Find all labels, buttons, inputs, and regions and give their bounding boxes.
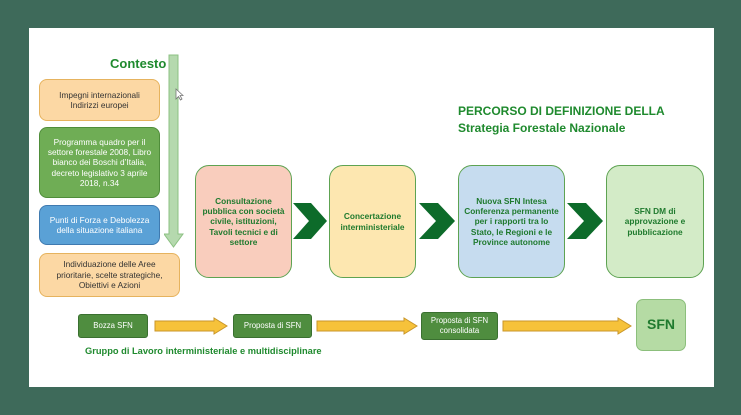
context-heading: Contesto <box>110 56 167 71</box>
chevron-right-icon <box>293 203 327 239</box>
arrow-right-icon <box>316 317 418 335</box>
step-consultazione: Consultazione pubblica con società civil… <box>195 165 292 278</box>
title-line-1: PERCORSO DI DEFINIZIONE DELLA <box>458 104 665 118</box>
down-arrow-icon <box>164 54 184 248</box>
arrow-right-icon <box>154 317 228 335</box>
step-concertazione: Concertazione interministeriale <box>329 165 416 278</box>
context-item-programma: Programma quadro per il settore forestal… <box>39 127 160 198</box>
chevron-right-icon <box>567 203 603 239</box>
diagram-title: PERCORSO DI DEFINIZIONE DELLA Strategia … <box>458 103 665 137</box>
step-sfn-dm: SFN DM di approvazione e pubblicazione <box>606 165 704 278</box>
slide: PERCORSO DI DEFINIZIONE DELLA Strategia … <box>29 28 714 387</box>
title-line-2: Strategia Forestale Nazionale <box>458 121 626 135</box>
arrow-right-icon <box>502 317 632 335</box>
final-sfn: SFN <box>636 299 686 351</box>
stage-bozza-sfn: Bozza SFN <box>78 314 148 338</box>
context-item-priorities: Individuazione delle Aree prioritarie, s… <box>39 253 180 297</box>
mouse-cursor-icon <box>175 88 184 101</box>
group-label: Gruppo di Lavoro interministeriale e mul… <box>85 346 322 356</box>
stage-proposta-sfn: Proposta di SFN <box>233 314 312 338</box>
stage-proposta-consolidata: Proposta di SFN consolidata <box>421 312 498 340</box>
chevron-right-icon <box>419 203 455 239</box>
context-item-swot: Punti di Forza e Debolezza della situazi… <box>39 205 160 245</box>
context-item-international: Impegni internazionali Indirizzi europei <box>39 79 160 121</box>
step-nuova-sfn: Nuova SFN Intesa Conferenza permanente p… <box>458 165 565 278</box>
